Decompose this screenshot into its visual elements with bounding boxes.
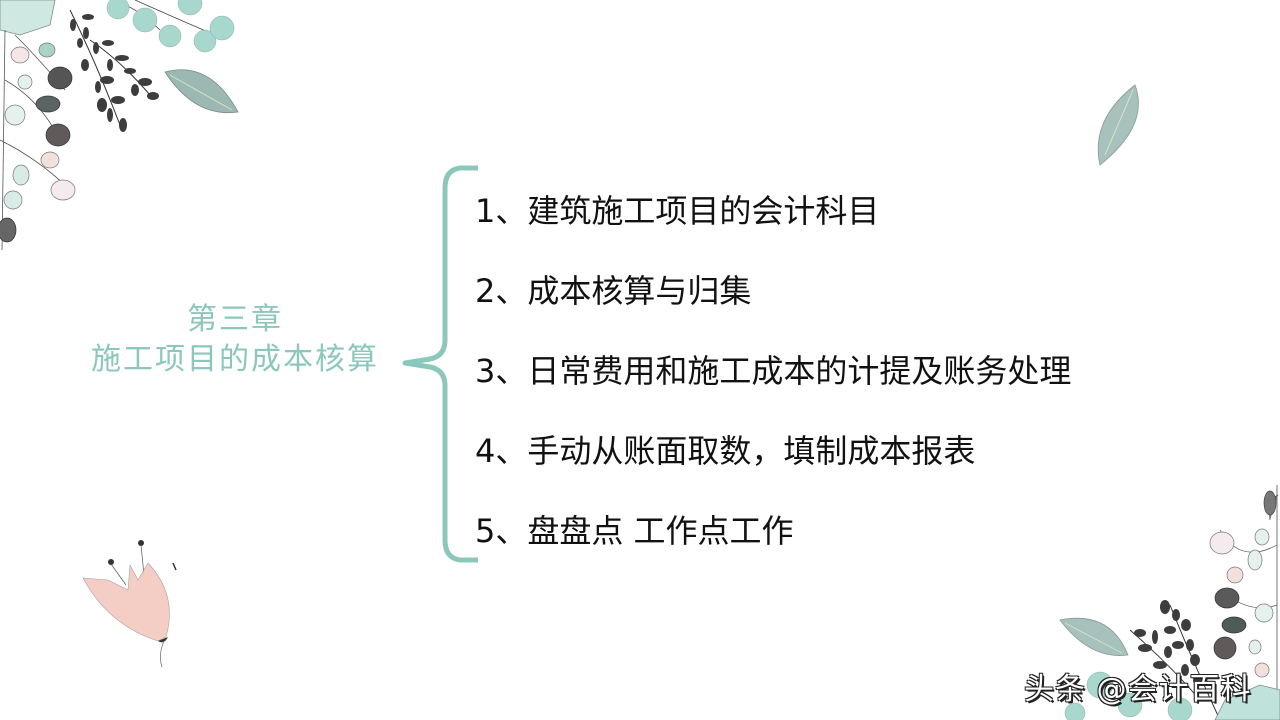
chapter-title: 第三章 施工项目的成本核算 — [60, 300, 410, 380]
list-item: 4、手动从账面取数，填制成本报表 — [475, 432, 976, 470]
chapter-subtitle: 施工项目的成本核算 — [91, 342, 379, 377]
watermark: 头条 @会计百科 — [1024, 672, 1252, 707]
botanical-leaves-icon — [1059, 485, 1280, 720]
list-item: 2、成本核算与归集 — [475, 272, 752, 310]
botanical-leaves-icon — [0, 0, 239, 251]
curly-brace-icon — [402, 165, 478, 563]
single-leaf-icon — [1097, 84, 1139, 166]
list-item: 3、日常费用和施工成本的计提及账务处理 — [475, 352, 1072, 390]
pink-tulip-icon — [82, 540, 177, 668]
chapter-number: 第三章 — [187, 302, 283, 337]
list-item: 1、建筑施工项目的会计科目 — [475, 192, 880, 230]
list-item: 5、盘盘点 工作点工作 — [475, 512, 794, 550]
topic-list: 1、建筑施工项目的会计科目 2、成本核算与归集 3、日常费用和施工成本的计提及账… — [475, 185, 1071, 585]
